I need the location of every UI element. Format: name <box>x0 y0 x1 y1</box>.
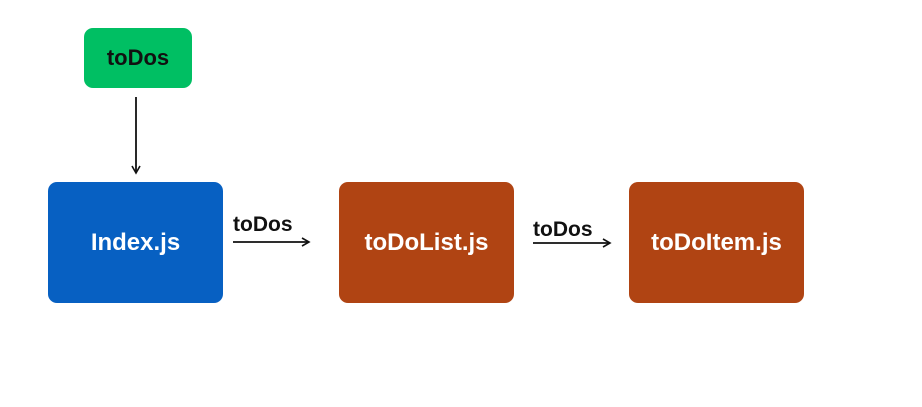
node-todolist-js: toDoList.js <box>339 182 514 303</box>
node-index-js: Index.js <box>48 182 223 303</box>
node-todos-source: toDos <box>84 28 192 88</box>
edge-label-index-to-list: toDos <box>233 213 293 236</box>
node-todoitem-js: toDoItem.js <box>629 182 804 303</box>
edge-label-list-to-item: toDos <box>533 218 593 241</box>
